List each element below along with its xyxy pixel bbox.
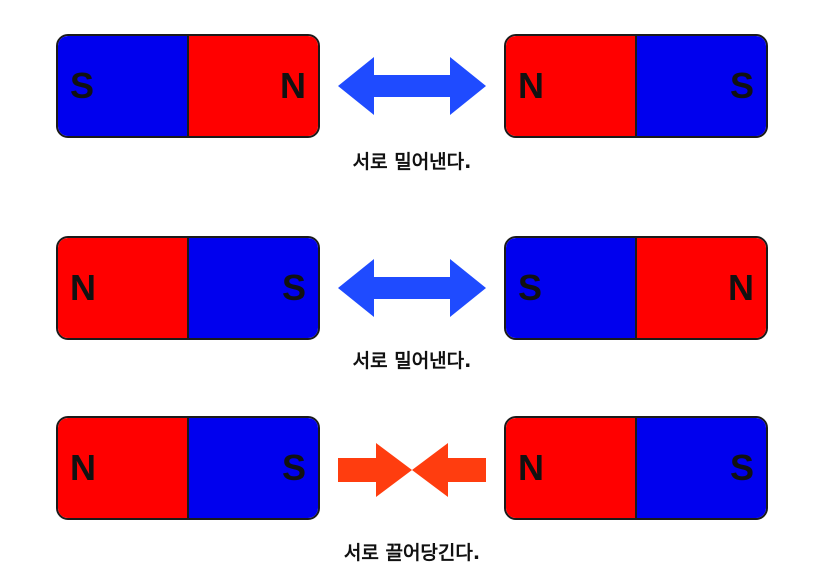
pole-label: N <box>518 447 544 488</box>
pole-north: N <box>635 238 766 338</box>
magnet-row2-right: S N <box>504 236 768 340</box>
pole-north: N <box>58 418 187 518</box>
pole-north: N <box>58 238 187 338</box>
double-arrow-icon <box>338 57 486 115</box>
pole-label: S <box>729 65 754 106</box>
pole-north: N <box>506 418 635 518</box>
pole-south: S <box>635 418 766 518</box>
caption-repel: 서로 밀어낸다. <box>352 350 472 372</box>
pole-north: N <box>187 36 318 136</box>
pole-label: N <box>728 267 754 308</box>
pole-label: S <box>281 267 306 308</box>
magnet-row1-left: S N <box>56 34 320 138</box>
magnet-row3-right: N S <box>504 416 768 520</box>
pole-south: S <box>58 36 187 136</box>
pole-label: N <box>280 65 306 106</box>
double-arrow-icon <box>338 259 486 317</box>
pole-south: S <box>187 238 318 338</box>
pole-south: S <box>635 36 766 136</box>
magnet-row1-right: N S <box>504 34 768 138</box>
pole-label: S <box>281 447 306 488</box>
pole-label: N <box>518 65 544 106</box>
pole-label: S <box>729 447 754 488</box>
pole-label: N <box>70 447 96 488</box>
magnet-row3-left: N S <box>56 416 320 520</box>
pole-north: N <box>506 36 635 136</box>
caption-attract: 서로 끌어당긴다. <box>343 542 481 564</box>
pole-label: S <box>518 267 543 308</box>
pole-south: S <box>187 418 318 518</box>
pole-south: S <box>506 238 635 338</box>
pole-label: S <box>70 65 95 106</box>
caption-repel: 서로 밀어낸다. <box>352 151 472 173</box>
pole-label: N <box>70 267 96 308</box>
magnet-row2-left: N S <box>56 236 320 340</box>
converging-arrows-icon <box>338 443 486 497</box>
